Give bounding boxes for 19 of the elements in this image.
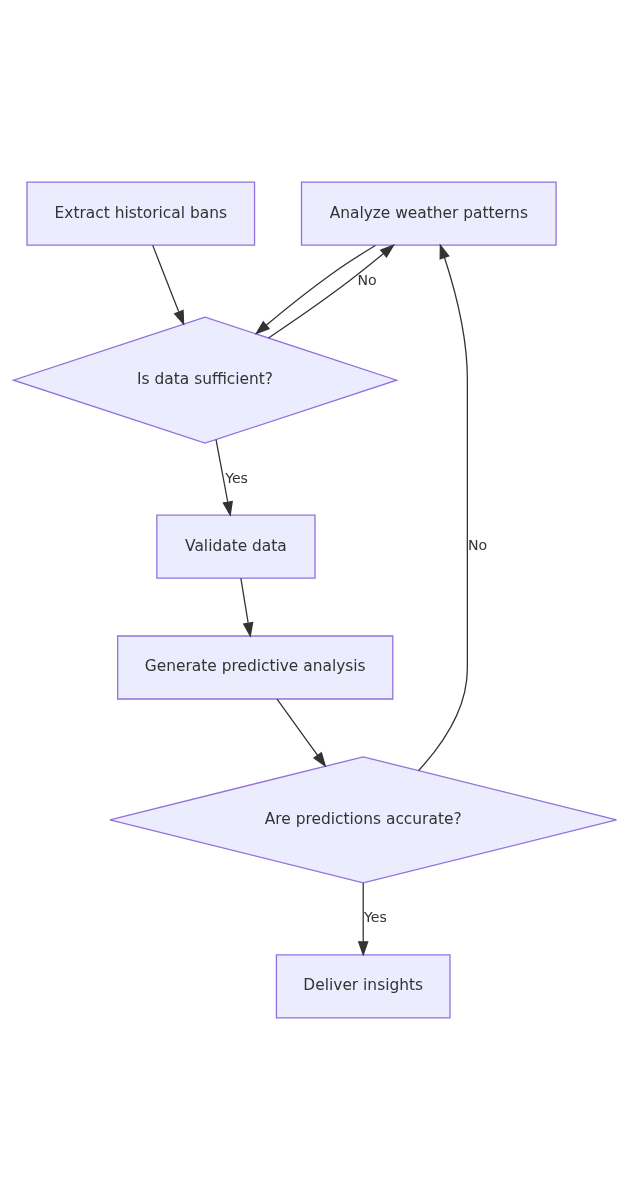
- node-diamond: Are predictions accurate?: [109, 756, 618, 884]
- edge-label: No: [468, 537, 488, 554]
- node-box: Generate predictive analysis: [117, 635, 394, 700]
- arrow: [240, 577, 254, 638]
- node-box: Validate data: [156, 514, 316, 579]
- arrow: [254, 244, 376, 335]
- arrow: [276, 698, 327, 768]
- node-box: Deliver insights: [275, 954, 451, 1019]
- arrow: [418, 243, 468, 772]
- edge-label: Yes: [225, 469, 248, 486]
- arrow: [267, 243, 395, 339]
- edge-label: No: [357, 271, 377, 288]
- arrow: [357, 882, 369, 957]
- edge-label: Yes: [364, 909, 387, 926]
- arrow: [215, 439, 233, 517]
- node-box: Extract historical bans: [26, 181, 256, 246]
- node-box: Analyze weather patterns: [300, 181, 557, 246]
- node-diamond: Is data sufficient?: [11, 316, 399, 444]
- arrow: [152, 244, 185, 326]
